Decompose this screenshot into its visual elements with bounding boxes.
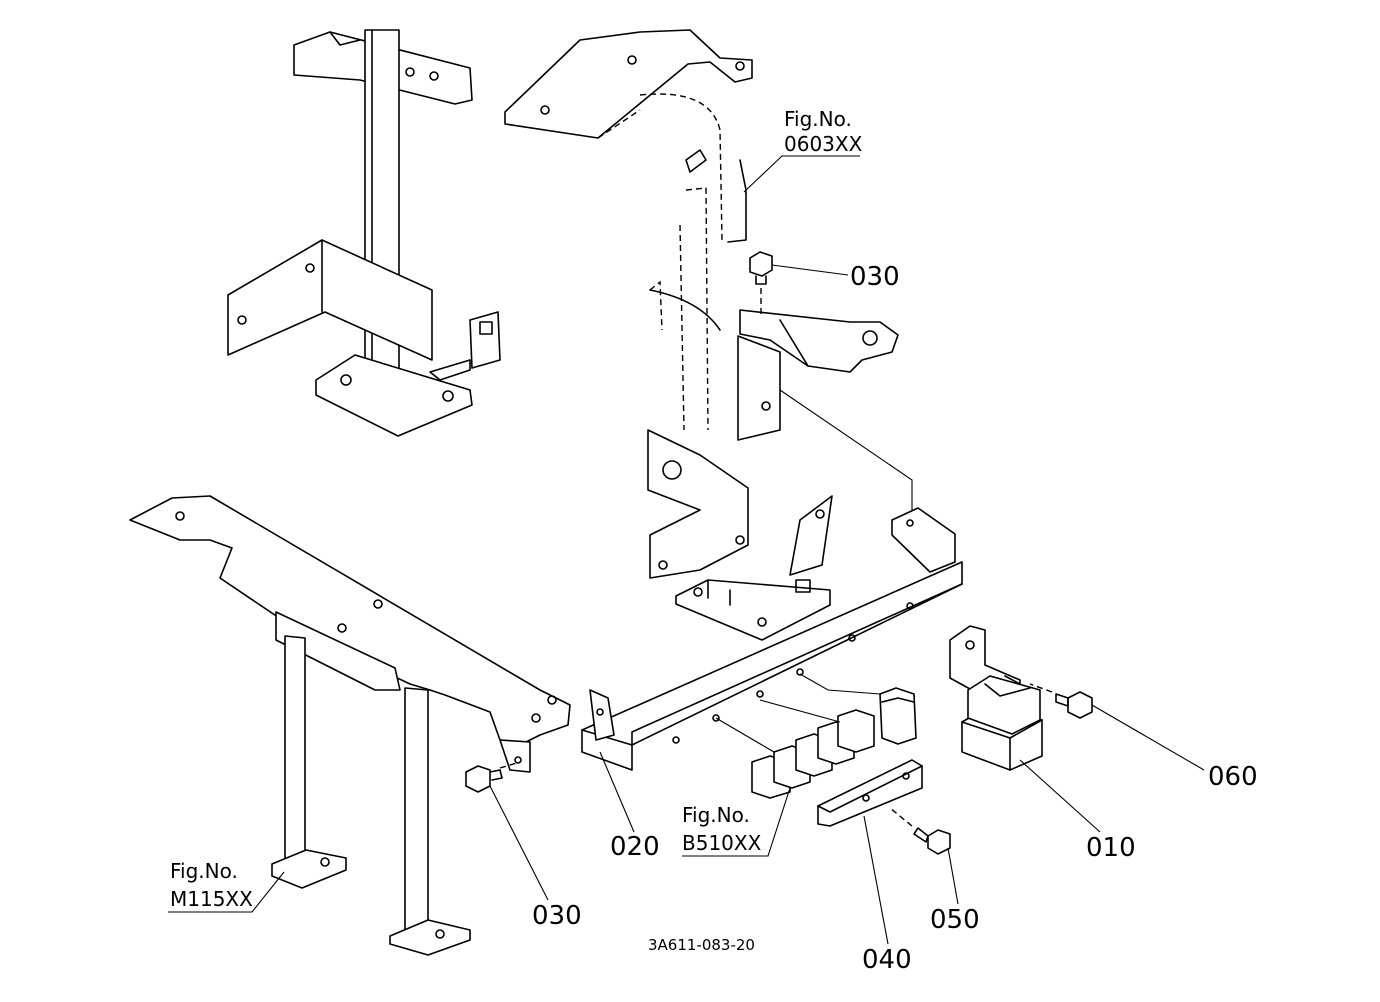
callout-020: 020: [610, 832, 660, 862]
leader-lines: [168, 155, 1205, 945]
fig-ref-top-label: Fig.No.: [784, 107, 852, 131]
bolt-030-top: [749, 251, 773, 318]
relay-010: [949, 625, 1043, 771]
bolt-050: [889, 807, 951, 855]
callout-040: 040: [862, 945, 912, 975]
fig-ref-middle-label: Fig.No.: [682, 803, 750, 827]
fig-ref-middle-number: B510XX: [682, 831, 762, 855]
callout-010: 010: [1086, 833, 1136, 863]
fig-ref-left-label: Fig.No.: [170, 859, 238, 883]
left-step-bracket: [129, 495, 571, 956]
upper-right-seat-frame: [504, 29, 913, 641]
fuse-blocks: [715, 673, 917, 799]
bolt-030-bottom: [465, 761, 521, 793]
callout-050: 050: [930, 905, 980, 935]
fig-ref-left-number: M115XX: [170, 887, 253, 911]
drawing-code: 3A611-083-20: [648, 936, 755, 954]
holder-040: [817, 759, 923, 827]
bolt-060: [1029, 683, 1093, 719]
fig-ref-top-number: 0603XX: [784, 132, 863, 156]
frame-020: [581, 507, 963, 771]
callout-060: 060: [1208, 762, 1258, 792]
callout-030-top: 030: [850, 262, 900, 292]
upper-left-column-assembly: [227, 29, 501, 437]
callout-030-bottom: 030: [532, 901, 582, 931]
